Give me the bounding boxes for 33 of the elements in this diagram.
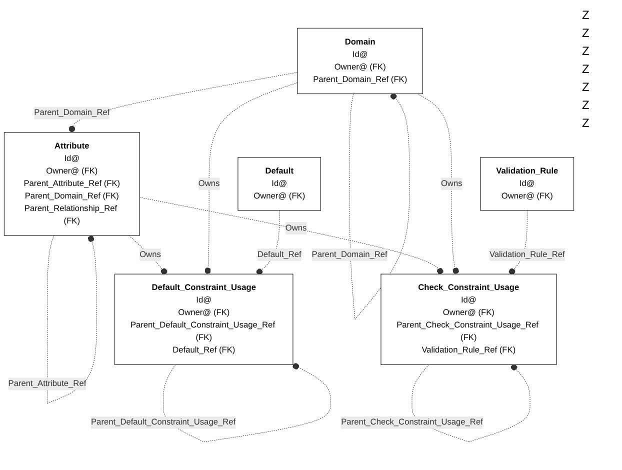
edge-label: Parent_Default_Constraint_Usage_Ref	[90, 418, 236, 427]
node-box: Default_Constraint_Usage Id@ Owner@ (FK) Parent_Default_Constraint_Usage_Ref (FK) Default_Ref (FK)	[114, 274, 294, 365]
edge-label: Owns	[440, 179, 462, 188]
edge-label: Owns	[285, 223, 307, 232]
connector	[46, 235, 97, 404]
edge-label: Validation_Rule_Ref	[489, 250, 565, 259]
connector	[508, 210, 528, 275]
edge-label: Parent_Check_Constraint_Usage_Ref	[341, 418, 483, 427]
edge-label: Owns	[198, 179, 220, 188]
edge-label: Default_Ref	[257, 250, 302, 259]
edge-label: Parent_Domain_Ref	[312, 250, 388, 259]
node-box: Validation_Rule Id@ Owner@ (FK)	[480, 157, 574, 211]
connector	[139, 197, 444, 274]
connector	[204, 82, 298, 274]
cardinality-label: Z	[582, 62, 590, 76]
connector	[349, 93, 410, 320]
connector	[417, 94, 459, 274]
edge-label: Owns	[140, 250, 161, 259]
cardinality-label: Z	[582, 8, 590, 22]
cardinality-label: Z	[582, 26, 590, 40]
node-box: Domain Id@ Owner@ (FK) Parent_Domain_Ref (FK)	[297, 28, 423, 94]
cardinality-label: Z	[582, 44, 590, 58]
edge-label: Parent_Domain_Ref	[34, 108, 110, 118]
cardinality-label: Z	[582, 80, 590, 94]
connector	[128, 235, 168, 275]
connector	[256, 210, 280, 275]
connector	[68, 72, 298, 133]
node-box: Default Id@ Owner@ (FK)	[238, 157, 322, 211]
node-box: Check_Constraint_Usage Id@ Owner@ (FK) Parent_Check_Constraint_Usage_Ref (FK) Validation_Rule_Ref (FK)	[380, 274, 557, 365]
cardinality-label: Z	[582, 98, 590, 112]
cardinality-label: Z	[582, 116, 590, 130]
node-box: Attribute Id@ Owner@ (FK) Parent_Attribute_Ref (FK) Parent_Domain_Ref (FK) Parent_Relationship_Ref (FK)	[4, 132, 140, 236]
edge-label: Parent_Attribute_Ref	[8, 379, 86, 388]
